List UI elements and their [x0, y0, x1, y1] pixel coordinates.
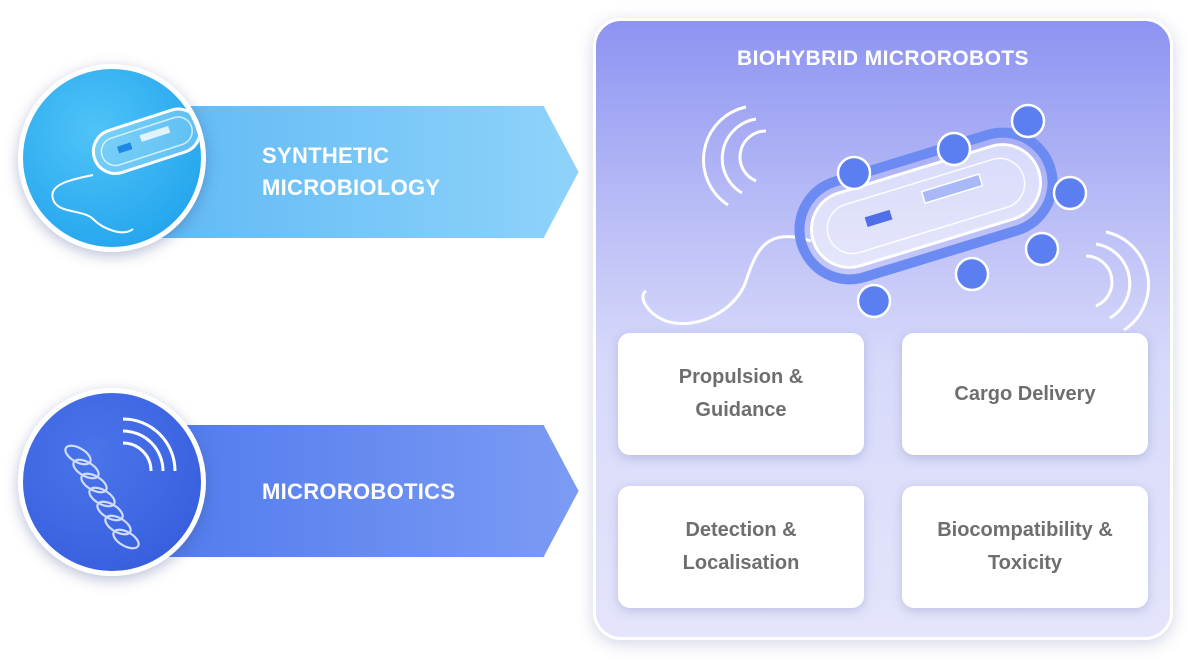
chevron-right-icon [543, 106, 582, 238]
synthetic-microbiology-label: SYNTHETIC MICROBIOLOGY [262, 143, 441, 200]
signal-waves-icon [122, 417, 177, 472]
band-arrow-shape [140, 106, 582, 238]
card-cargo-delivery: Cargo Delivery [902, 333, 1148, 455]
card-propulsion-guidance: Propulsion & Guidance [618, 333, 864, 455]
signal-waves-icon [701, 105, 767, 207]
bacterium-icon [794, 127, 1058, 285]
card-biocompatibility-toxicity: Biocompatibility & Toxicity [902, 486, 1148, 608]
signal-waves-icon [1085, 230, 1151, 332]
synthetic-microbiology-circle [18, 64, 206, 252]
microrobotics-band [140, 425, 600, 557]
helix-icon [64, 417, 177, 550]
microrobot-illustration [641, 103, 1151, 332]
card-detection-localisation: Detection & Localisation [618, 486, 864, 608]
chevron-right-icon [543, 425, 582, 557]
cargo-beads [836, 103, 1088, 319]
bacterium-icon [51, 107, 201, 234]
biohybrid-microrobots-panel: BIOHYBRID MICROROBOTS [593, 18, 1173, 640]
panel-title: BIOHYBRID MICROROBOTS [737, 47, 1029, 70]
microrobotics-label: MICROROBOTICS [262, 479, 456, 504]
microrobotics-circle [18, 388, 206, 576]
band-arrow-shape [140, 425, 582, 557]
synthetic-microbiology-band [140, 106, 600, 238]
